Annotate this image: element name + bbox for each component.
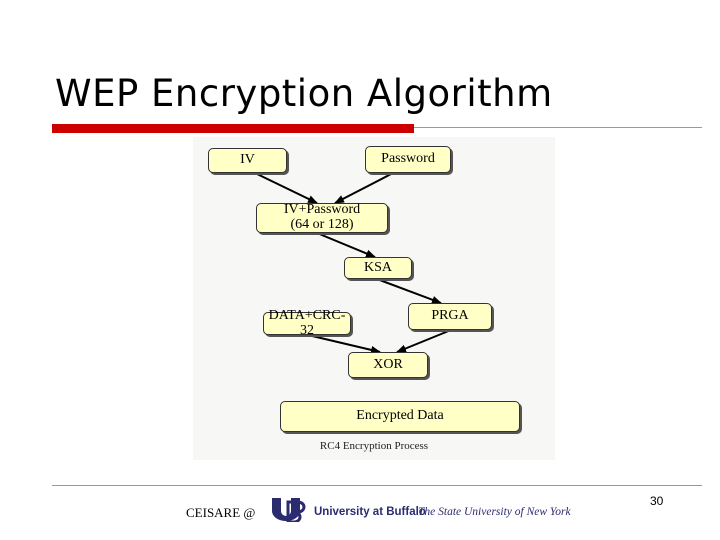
footer-university-name: University at Buffalo xyxy=(314,506,426,518)
node-iv: IV xyxy=(208,148,287,173)
page-number: 30 xyxy=(650,494,664,508)
slide-title: WEP Encryption Algorithm xyxy=(55,72,553,115)
arrow-datacrc-to-xor xyxy=(307,334,381,354)
node-ksa: KSA xyxy=(344,257,412,279)
footer-university-tagline: The State University of New York xyxy=(418,506,571,518)
rc4-diagram: IV Password IV+Password (64 or 128) KSA … xyxy=(193,137,555,460)
ub-logo-icon xyxy=(272,498,306,522)
node-data-crc: DATA+CRC-32 xyxy=(263,308,351,337)
title-accent-bar xyxy=(52,124,414,133)
arrow-prga-to-xor xyxy=(396,329,452,353)
arrow-password-to-ivpassword xyxy=(334,172,394,204)
arrow-iv-to-ivpassword xyxy=(254,172,318,204)
arrow-ivpassword-to-ksa xyxy=(316,232,376,258)
footer-credit: CEISARE @ xyxy=(186,505,256,520)
node-prga: PRGA xyxy=(408,303,492,330)
diagram-caption: RC4 Encryption Process xyxy=(319,440,429,452)
node-xor: XOR xyxy=(348,352,428,378)
title-divider-line xyxy=(414,127,702,128)
footer-divider-line xyxy=(52,485,702,486)
node-encrypted-data: Encrypted Data xyxy=(280,401,520,432)
node-iv-password: IV+Password (64 or 128) xyxy=(256,202,388,233)
diagram-arrows xyxy=(254,172,452,354)
arrow-ksa-to-prga xyxy=(376,278,442,304)
node-password: Password xyxy=(365,146,451,173)
